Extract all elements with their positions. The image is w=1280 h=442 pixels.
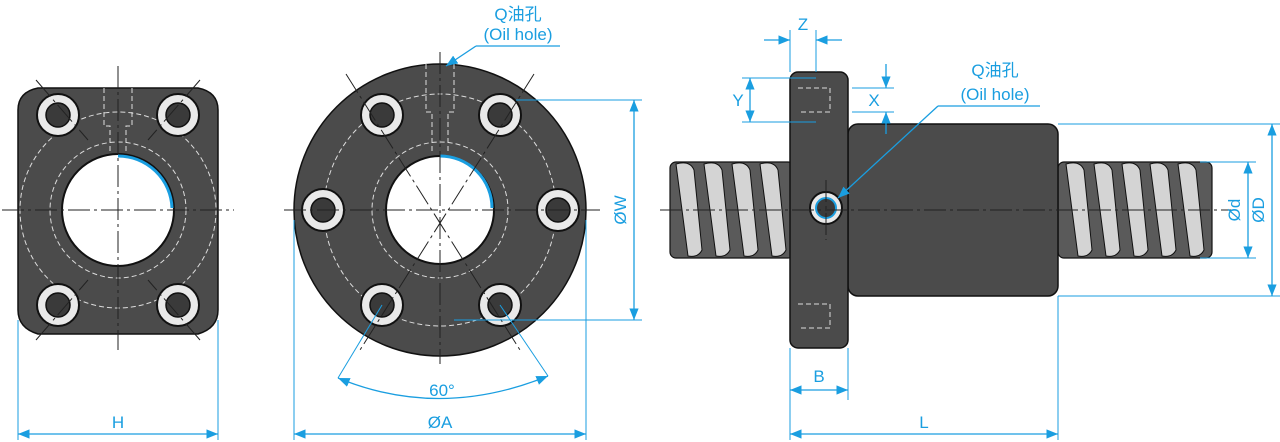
dim-h-label: H [112,413,124,432]
dim-a-label: ØA [428,413,453,432]
angle-label: 60° [429,381,455,400]
mounting-hole [36,283,80,327]
mounting-hole [360,93,404,137]
mounting-hole [156,93,200,137]
dim-bigd-label: ØD [1249,197,1268,223]
flange-view-round: 60° ØA ØW Q油孔 (Oil hole) [284,5,642,440]
oil-hole-label-cn: Q油孔 [494,5,541,24]
mounting-hole [478,93,522,137]
dim-z-label: Z [798,15,808,34]
dim-l-label: L [919,413,928,432]
side-view: Z Y X B L Ød ØD Q油孔 (Oil hol [660,15,1280,440]
oil-hole-label-en: (Oil hole) [484,25,553,44]
oil-hole-side-label-cn: Q油孔 [971,61,1018,80]
mounting-hole [156,283,200,327]
dim-b-label: B [813,367,824,386]
flange-view-cut: H [2,66,234,440]
oil-hole-side-label-en: (Oil hole) [961,85,1030,104]
dim-x-label: X [868,91,879,110]
dim-w-label: ØW [611,195,630,224]
dim-d-label: Ød [1225,199,1244,222]
mounting-hole [36,93,80,137]
dim-y-label: Y [732,91,743,110]
